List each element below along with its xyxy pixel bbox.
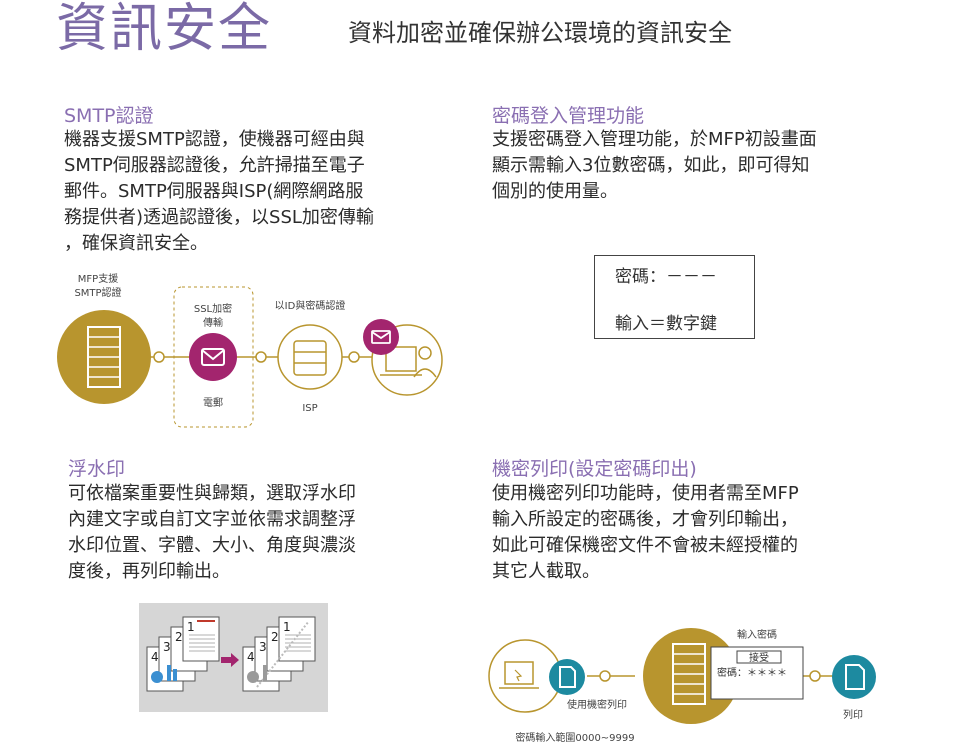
page-stack-right-icon: 4 3 2 1 — [242, 616, 316, 692]
page-subtitle: 資料加密並確保辦公環境的資訊安全 — [348, 19, 732, 47]
password-panel-line2: 輸入＝數字鍵 — [615, 314, 717, 334]
watermark-title: 浮水印 — [68, 458, 126, 480]
ssl-label-line1: SSL加密 — [194, 302, 232, 315]
secure-print-body-line: 輸入所設定的密碼後，才會列印輸出， — [492, 509, 798, 530]
document-icon — [549, 659, 585, 695]
isp-label: ISP — [302, 403, 317, 414]
secure-print-body: 使用機密列印功能時，使用者需至MFP 輸入所設定的密碼後，才會列印輸出， 如此可… — [492, 481, 872, 585]
secure-print-body-line: 其它人截取。 — [492, 561, 600, 582]
password-body-line: 支援密碼登入管理功能，於MFP初設畫面 — [492, 129, 817, 150]
password-body-line: 個別的使用量。 — [492, 181, 618, 202]
watermark-body: 可依檔案重要性與歸類，選取浮水印 內建文字或自訂文字並依需求調整浮 水印位置、字… — [68, 481, 428, 585]
page-number: 2 — [175, 630, 183, 644]
document-print-icon — [832, 655, 876, 699]
smtp-diagram: MFP支援 SMTP認證 SSL加密 傳輸 以ID與密碼認證 電郵 ISP — [57, 272, 443, 428]
page-number: 4 — [151, 650, 159, 664]
password-panel-line1: 密碼：－－－ — [615, 267, 717, 287]
password-login-title: 密碼登入管理功能 — [492, 105, 645, 127]
isp-server-icon — [277, 324, 343, 390]
page-number: 4 — [247, 650, 255, 664]
user-computer-icon — [363, 319, 443, 396]
watermark-body-line: 水印位置、字體、大小、角度與濃淡 — [68, 535, 356, 556]
page-number: 1 — [187, 620, 195, 634]
ssl-label-line2: 傳輸 — [203, 316, 223, 329]
page-stack-left-icon: 4 3 2 1 — [146, 616, 220, 692]
watermark-body-line: 可依檔案重要性與歸類，選取浮水印 — [68, 483, 356, 504]
page-title: 資訊安全 — [56, 0, 273, 59]
mfp-printer-icon — [57, 310, 151, 404]
email-icon — [189, 333, 237, 381]
mfp-label-line2: SMTP認證 — [74, 286, 121, 299]
secure-print-diagram: 接受 密碼：＊＊＊＊ 輸入密碼 使用機密列印 列印 密碼輸入範圍0000~999… — [488, 628, 876, 744]
smtp-body-line: 郵件。SMTP伺服器與ISP(網際網路服 — [64, 181, 364, 202]
mfp-label-line1: MFP支援 — [78, 272, 118, 285]
accept-button — [736, 650, 782, 664]
smtp-body: 機器支援SMTP認證，使機器可經由與 SMTP伺服器認證後，允許掃描至電子 郵件… — [64, 127, 424, 257]
arrow-right-icon — [221, 653, 239, 667]
page-number: 1 — [283, 620, 291, 634]
watermark-body-line: 內建文字或自訂文字並依需求調整浮 — [68, 509, 356, 530]
input-password-label: 輸入密碼 — [737, 628, 777, 641]
page-number: 3 — [259, 640, 267, 654]
password-body-line: 顯示需輸入3位數密碼，如此，即可得知 — [492, 155, 810, 176]
id-password-label: 以ID與密碼認證 — [275, 299, 346, 312]
password-panel: 密碼：－－－ 輸入＝數字鍵 — [594, 255, 755, 339]
user-computer-icon — [488, 639, 562, 713]
smtp-body-line: 機器支援SMTP認證，使機器可經由與 — [64, 129, 365, 150]
accept-label: 接受 — [749, 651, 769, 664]
page-number: 3 — [163, 640, 171, 654]
watermark-body-line: 度後，再列印輸出。 — [68, 561, 230, 582]
email-label: 電郵 — [203, 397, 223, 409]
secure-print-body-line: 如此可確保機密文件不會被未經授權的 — [492, 535, 798, 556]
watermark-illustration: 4 3 2 1 4 3 2 1 — [146, 616, 316, 692]
secure-print-body-line: 使用機密列印功能時，使用者需至MFP — [492, 483, 799, 504]
use-secure-print-label: 使用機密列印 — [567, 698, 627, 711]
page-number: 2 — [271, 630, 279, 644]
secure-print-title: 機密列印(設定密碼印出) — [492, 458, 697, 480]
print-label: 列印 — [843, 708, 863, 721]
smtp-body-line: 務提供者)透過認證後，以SSL加密傳輸 — [64, 207, 374, 228]
smtp-body-line: ，確保資訊安全。 — [64, 233, 208, 254]
password-login-body: 支援密碼登入管理功能，於MFP初設畫面 顯示需輸入3位數密碼，如此，即可得知 個… — [492, 127, 872, 205]
smtp-body-line: SMTP伺服器認證後，允許掃描至電子 — [64, 155, 365, 176]
password-field: 密碼：＊＊＊＊ — [717, 666, 787, 679]
smtp-title: SMTP認證 — [64, 105, 154, 127]
password-range-label: 密碼輸入範圍0000~9999 — [515, 731, 634, 744]
